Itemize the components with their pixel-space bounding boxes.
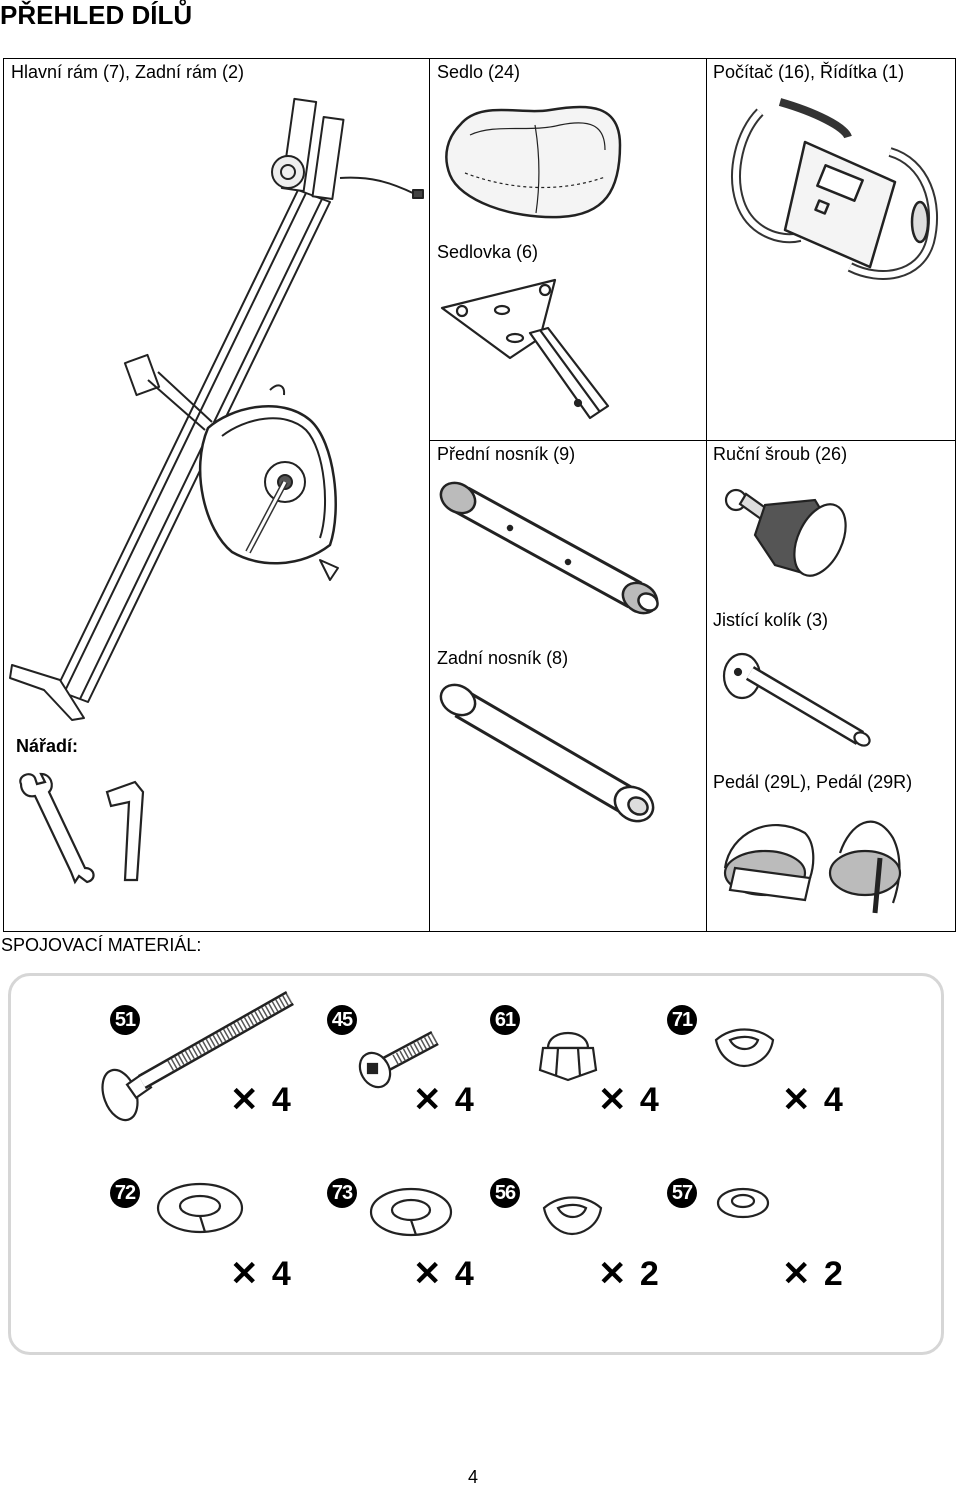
label-seat-post: Sedlovka (6) [437, 242, 539, 262]
locking-pin-illustration [720, 648, 880, 748]
hardware-number-badge: 71 [667, 1005, 697, 1035]
curved-washer-illustration [712, 1024, 777, 1069]
parts-grid [3, 58, 956, 932]
saddle-illustration [440, 95, 630, 225]
hardware-quantity: ✕ 4 [782, 1081, 845, 1119]
handlebar-computer-illustration [720, 92, 950, 292]
cap-nut-illustration [538, 1018, 598, 1083]
label-hand-screw: Ruční šroub (26) [713, 444, 848, 464]
seat-post-illustration [440, 278, 620, 428]
split-washer-illustration [368, 1184, 454, 1242]
button-bolt-illustration [355, 1020, 445, 1090]
pedals-illustration [715, 808, 915, 918]
hardware-number-badge: 57 [667, 1178, 697, 1208]
rear-stabilizer-illustration [440, 682, 660, 832]
label-hardware: SPOJOVACÍ MATERIÁL: [1, 935, 202, 955]
hardware-quantity: ✕ 4 [413, 1081, 476, 1119]
main-frame-illustration [0, 90, 430, 720]
page-number: 4 [468, 1467, 479, 1487]
carriage-bolt-illustration [100, 990, 300, 1125]
hardware-number-badge: 73 [327, 1178, 357, 1208]
label-tools: Nářadí: [16, 736, 79, 756]
label-locking-pin: Jistící kolík (3) [713, 610, 829, 630]
hardware-quantity: ✕ 4 [598, 1081, 661, 1119]
grid-divider [429, 58, 430, 932]
flat-washer-illustration [716, 1186, 771, 1221]
hardware-panel [8, 973, 944, 1355]
grid-divider [706, 58, 707, 932]
hardware-quantity: ✕ 4 [413, 1255, 476, 1293]
curved-washer-illustration [540, 1192, 605, 1237]
tools-illustration [15, 772, 155, 887]
hardware-quantity: ✕ 2 [598, 1255, 661, 1293]
hardware-quantity: ✕ 2 [782, 1255, 845, 1293]
label-main-frame: Hlavní rám (7), Zadní rám (2) [11, 62, 245, 82]
hardware-number-badge: 72 [110, 1178, 140, 1208]
label-saddle: Sedlo (24) [437, 62, 521, 82]
hardware-quantity: ✕ 4 [230, 1255, 293, 1293]
hardware-number-badge: 51 [110, 1005, 140, 1035]
label-front-stabilizer: Přední nosník (9) [437, 444, 576, 464]
grid-divider [429, 440, 956, 441]
label-pedals: Pedál (29L), Pedál (29R) [713, 772, 913, 792]
hand-screw-illustration [720, 480, 850, 590]
hardware-number-badge: 56 [490, 1178, 520, 1208]
hardware-number-badge: 45 [327, 1005, 357, 1035]
label-computer: Počítač (16), Řídítka (1) [713, 62, 905, 82]
label-rear-stabilizer: Zadní nosník (8) [437, 648, 569, 668]
front-stabilizer-illustration [440, 480, 660, 625]
page-title: PŘEHLED DÍLŮ [0, 0, 193, 30]
hardware-number-badge: 61 [490, 1005, 520, 1035]
hardware-quantity: ✕ 4 [230, 1081, 293, 1119]
split-washer-illustration [155, 1178, 245, 1238]
